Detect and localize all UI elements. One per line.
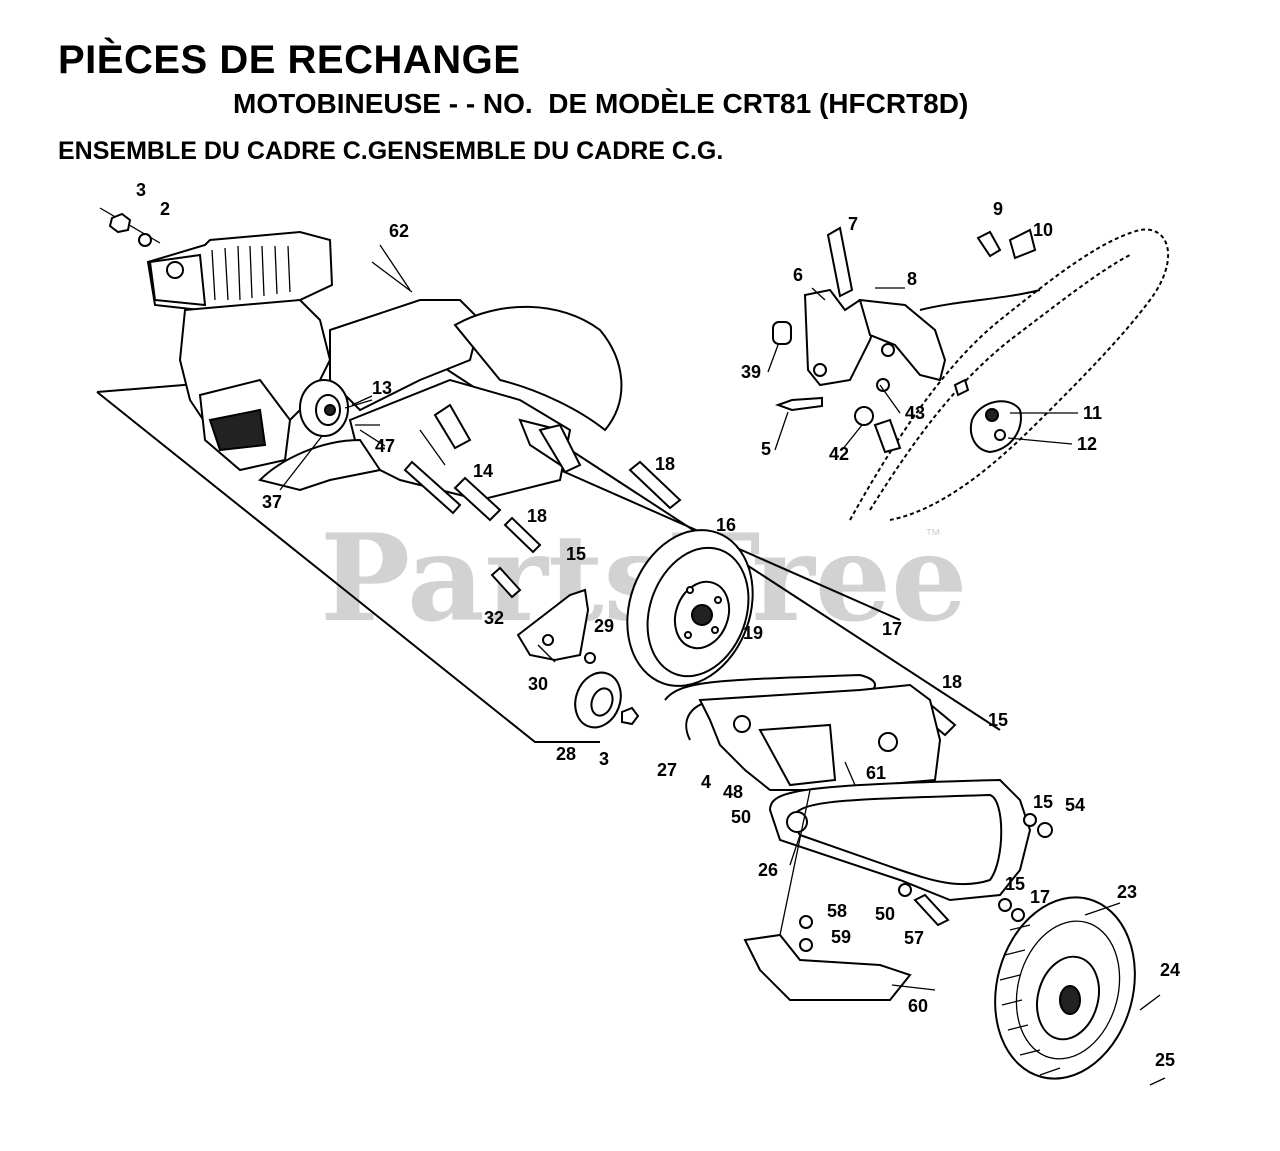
callout-58: 58 [827, 901, 847, 921]
chain-case [768, 778, 1053, 927]
callout-8: 8 [907, 269, 917, 289]
callout-3: 3 [136, 180, 146, 200]
callout-43: 43 [905, 403, 925, 423]
belt-housing [664, 673, 942, 791]
model-subtitle: MOTOBINEUSE - - NO. DE MODÈLE CRT81 (HFC… [233, 88, 969, 119]
callout-15c: 15 [1033, 792, 1053, 812]
callout-19: 19 [743, 623, 763, 643]
callout-50a: 50 [731, 807, 751, 827]
callout-39: 39 [741, 362, 761, 382]
callout-60: 60 [908, 996, 928, 1016]
callout-59: 59 [831, 927, 851, 947]
callout-54: 54 [1065, 795, 1085, 815]
callout-14: 14 [473, 461, 493, 481]
callout-18b: 18 [527, 506, 547, 526]
callout-29: 29 [594, 616, 614, 636]
callout-57: 57 [904, 928, 924, 948]
callout-7: 7 [848, 214, 858, 234]
callout-32: 32 [484, 608, 504, 628]
callout-47: 47 [375, 436, 395, 456]
callout-30: 30 [528, 674, 548, 694]
callout-3b: 3 [599, 749, 609, 769]
callout-5: 5 [761, 439, 771, 459]
callout-27: 27 [657, 760, 677, 780]
callout-15a: 15 [566, 544, 586, 564]
watermark-trademark: ™ [925, 527, 941, 544]
callout-9: 9 [993, 199, 1003, 219]
callout-25: 25 [1155, 1050, 1175, 1070]
callout-15d: 15 [1005, 874, 1025, 894]
page-title: PIÈCES DE RECHANGE [58, 38, 521, 82]
leader-lines [279, 287, 1121, 991]
callout-17b: 17 [1030, 887, 1050, 907]
callout-24: 24 [1160, 960, 1180, 980]
callout-18c: 18 [942, 672, 962, 692]
callout-15b: 15 [988, 710, 1008, 730]
engine-assembly [146, 230, 334, 472]
callout-10: 10 [1033, 220, 1053, 240]
callout-labels: 3 2 62 7 9 10 6 8 39 43 11 5 42 12 13 47… [136, 180, 1180, 1070]
idler-bracket [490, 566, 640, 729]
drive-pulley [626, 529, 754, 687]
callout-42: 42 [829, 444, 849, 464]
callout-11: 11 [1083, 403, 1102, 423]
callout-6: 6 [793, 265, 803, 285]
callout-16: 16 [716, 515, 736, 535]
callout-26: 26 [758, 860, 778, 880]
callout-61: 61 [866, 763, 886, 783]
callout-2: 2 [160, 199, 170, 219]
callout-17a: 17 [882, 619, 902, 639]
engine-pulley [299, 379, 380, 437]
section-heading: ENSEMBLE DU CADRE C.GENSEMBLE DU CADRE C… [58, 137, 724, 165]
callout-18a: 18 [655, 454, 675, 474]
depth-stake [743, 789, 912, 1001]
callout-50b: 50 [875, 904, 895, 924]
wheel [994, 896, 1166, 1086]
callout-23: 23 [1117, 882, 1137, 902]
callout-13: 13 [372, 378, 392, 398]
callout-62: 62 [389, 221, 409, 241]
side-mount-inset [772, 226, 1169, 521]
callout-48: 48 [723, 782, 743, 802]
top-left-hardware [108, 212, 413, 293]
callout-4: 4 [701, 772, 711, 792]
callout-12: 12 [1077, 434, 1097, 454]
callout-37: 37 [262, 492, 282, 512]
callout-28: 28 [556, 744, 576, 764]
